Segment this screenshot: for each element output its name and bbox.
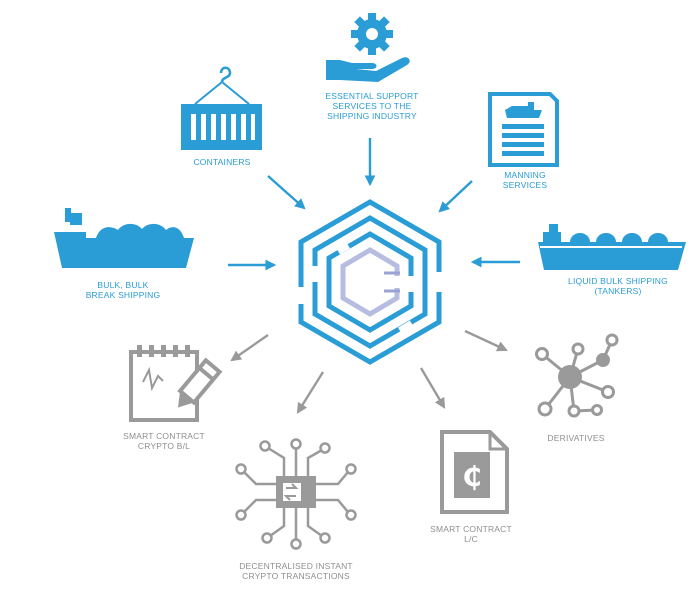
- arrow-derivatives: [464, 329, 508, 352]
- bulk-ship-icon: [54, 208, 194, 268]
- label-tankers: LIQUID BULK SHIPPING (TANKERS): [568, 276, 668, 296]
- label-smart-lc: SMART CONTRACT L/C: [430, 524, 512, 544]
- crypto-document-icon: ₵: [440, 430, 509, 514]
- label-derivatives: DERIVATIVES: [547, 433, 605, 443]
- arrow-containers: [267, 175, 306, 210]
- tanker-ship-icon: [538, 224, 686, 270]
- arrow-smart-lc: [419, 367, 446, 409]
- label-manning: MANNING SERVICES: [502, 170, 548, 190]
- arrow-manning: [438, 180, 473, 213]
- contract-pen-icon: [129, 345, 223, 422]
- crypto-maze-logo-icon: [297, 199, 443, 365]
- arrow-smart-bl: [230, 334, 269, 362]
- container-crane-icon: [181, 66, 262, 150]
- label-smart-bl: SMART CONTRACT CRYPTO B/L: [123, 431, 205, 451]
- label-bulk: BULK, BULK BREAK SHIPPING: [85, 280, 161, 300]
- label-crypto-tx: DECENTRALISED INSTANT CRYPTO TRANSACTION…: [239, 561, 353, 581]
- input-arrows: [228, 138, 520, 271]
- network-nodes-icon: [535, 333, 619, 418]
- circuit-chip-icon: [235, 438, 357, 550]
- output-arrows: [230, 329, 508, 414]
- crew-document-icon: [488, 92, 559, 167]
- gear-in-hand-icon: [326, 13, 410, 82]
- svg-text:₵: ₵: [462, 460, 481, 493]
- label-containers: CONTAINERS: [193, 157, 251, 167]
- arrow-crypto-tx: [296, 371, 325, 414]
- label-support: ESSENTIAL SUPPORT SERVICES TO THE SHIPPI…: [325, 91, 419, 121]
